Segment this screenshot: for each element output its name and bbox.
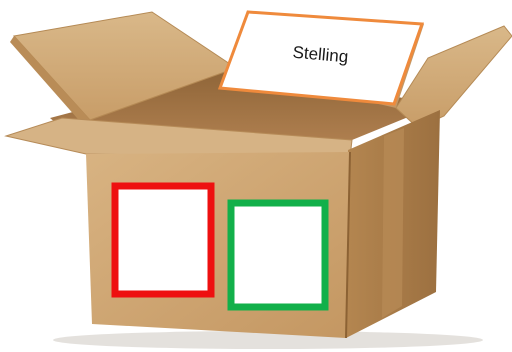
red-square — [115, 186, 211, 294]
green-square — [231, 203, 325, 307]
side-tape — [382, 128, 404, 318]
